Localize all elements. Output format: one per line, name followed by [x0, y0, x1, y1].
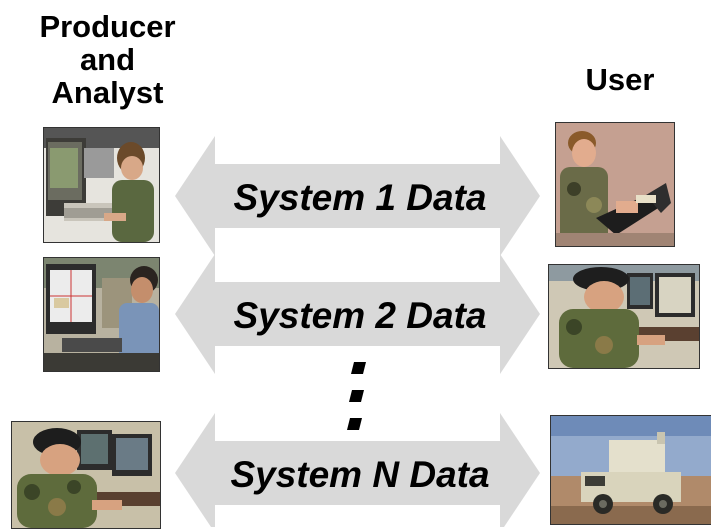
arrow-system-n [175, 413, 540, 527]
arrow-system-2 [175, 254, 540, 374]
producer-heading-line-2: and [79, 42, 136, 77]
vertical-ellipsis [347, 362, 366, 430]
analyst-at-map-display-photo [43, 257, 160, 372]
soldier-with-laptop-photo [555, 122, 675, 247]
producer-heading-line-1: Producer [39, 9, 176, 44]
arrow-system-1 [175, 136, 540, 256]
system-2-label: System 2 Data [233, 295, 487, 336]
producer-heading-line-3: Analyst [51, 75, 164, 110]
analyst-at-workstation-photo [43, 127, 160, 243]
soldier-at-terminals-photo [548, 264, 700, 369]
producer-analyst-heading: Producer and Analyst [15, 10, 200, 109]
user-heading: User [585, 62, 655, 97]
humvee-shelter-photo [550, 415, 711, 525]
system-1-label: System 1 Data [233, 177, 487, 218]
soldier-at-consoles-photo [11, 421, 161, 529]
system-n-label: System N Data [230, 454, 490, 495]
